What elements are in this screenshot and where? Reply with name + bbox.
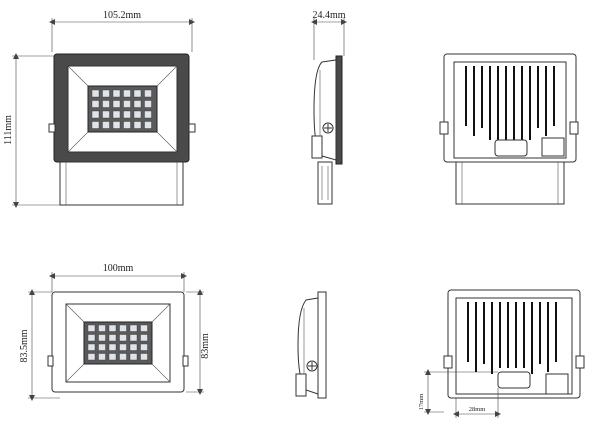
- led-chip: [108, 353, 117, 361]
- led-chip: [129, 334, 138, 342]
- bottom-back-view: 17mm 28mm: [418, 289, 585, 418]
- led-chip: [102, 100, 110, 108]
- led-chip: [102, 89, 110, 98]
- dim-bottom-front-height-inner: 83mm: [200, 333, 211, 359]
- led-chip: [108, 324, 117, 332]
- led-chip: [87, 334, 96, 342]
- led-chip: [112, 100, 121, 108]
- led-chip: [123, 110, 131, 119]
- dim-bottom-front-height-outer: 83.5mm: [19, 329, 30, 362]
- led-chip: [133, 121, 142, 129]
- led-chip: [123, 89, 131, 98]
- led-chip: [140, 343, 148, 351]
- dim-bottom-front-width: 100mm: [103, 263, 134, 274]
- dim-top-front-height: 111mm: [3, 115, 14, 145]
- led-chip: [98, 334, 106, 342]
- led-chip: [91, 121, 100, 129]
- bottom-side-view: [295, 291, 327, 399]
- top-back-view: [439, 53, 579, 205]
- led-chip: [119, 343, 127, 351]
- led-chip: [140, 334, 148, 342]
- led-chip: [129, 324, 138, 332]
- led-chip: [129, 353, 138, 361]
- top-front-view: 105.2mm 111mm: [3, 10, 196, 208]
- led-chip: [112, 110, 121, 119]
- led-chip: [119, 334, 127, 342]
- led-chip: [91, 89, 100, 98]
- led-chip: [144, 89, 152, 98]
- led-chip: [87, 343, 96, 351]
- led-chip: [91, 110, 100, 119]
- led-chip: [140, 324, 148, 332]
- dim-top-front-width: 105.2mm: [103, 10, 141, 21]
- led-chip: [98, 353, 106, 361]
- dim-bottom-back-offset: 17mm: [418, 394, 425, 411]
- dim-bottom-back-width: 28mm: [469, 406, 486, 413]
- led-chip: [129, 343, 138, 351]
- led-chip: [91, 100, 100, 108]
- bottom-front-view: 100mm 83.5mm 83mm: [19, 263, 211, 401]
- led-chip: [112, 121, 121, 129]
- led-chip: [133, 110, 142, 119]
- led-chip: [108, 343, 117, 351]
- led-chip: [119, 353, 127, 361]
- led-chip: [140, 353, 148, 361]
- led-chip: [123, 121, 131, 129]
- led-chip: [133, 100, 142, 108]
- led-chip: [98, 324, 106, 332]
- led-chip: [102, 121, 110, 129]
- led-chip: [119, 324, 127, 332]
- led-chip: [108, 334, 117, 342]
- led-chip: [102, 110, 110, 119]
- led-chip: [144, 121, 152, 129]
- led-chip: [123, 100, 131, 108]
- led-chip: [133, 89, 142, 98]
- led-chip: [144, 100, 152, 108]
- dim-top-side-depth: 24.4mm: [312, 10, 345, 21]
- top-side-view: 24.4mm: [311, 10, 347, 205]
- led-chip: [144, 110, 152, 119]
- led-chip: [87, 324, 96, 332]
- led-chip: [87, 353, 96, 361]
- led-chip: [98, 343, 106, 351]
- led-chip: [112, 89, 121, 98]
